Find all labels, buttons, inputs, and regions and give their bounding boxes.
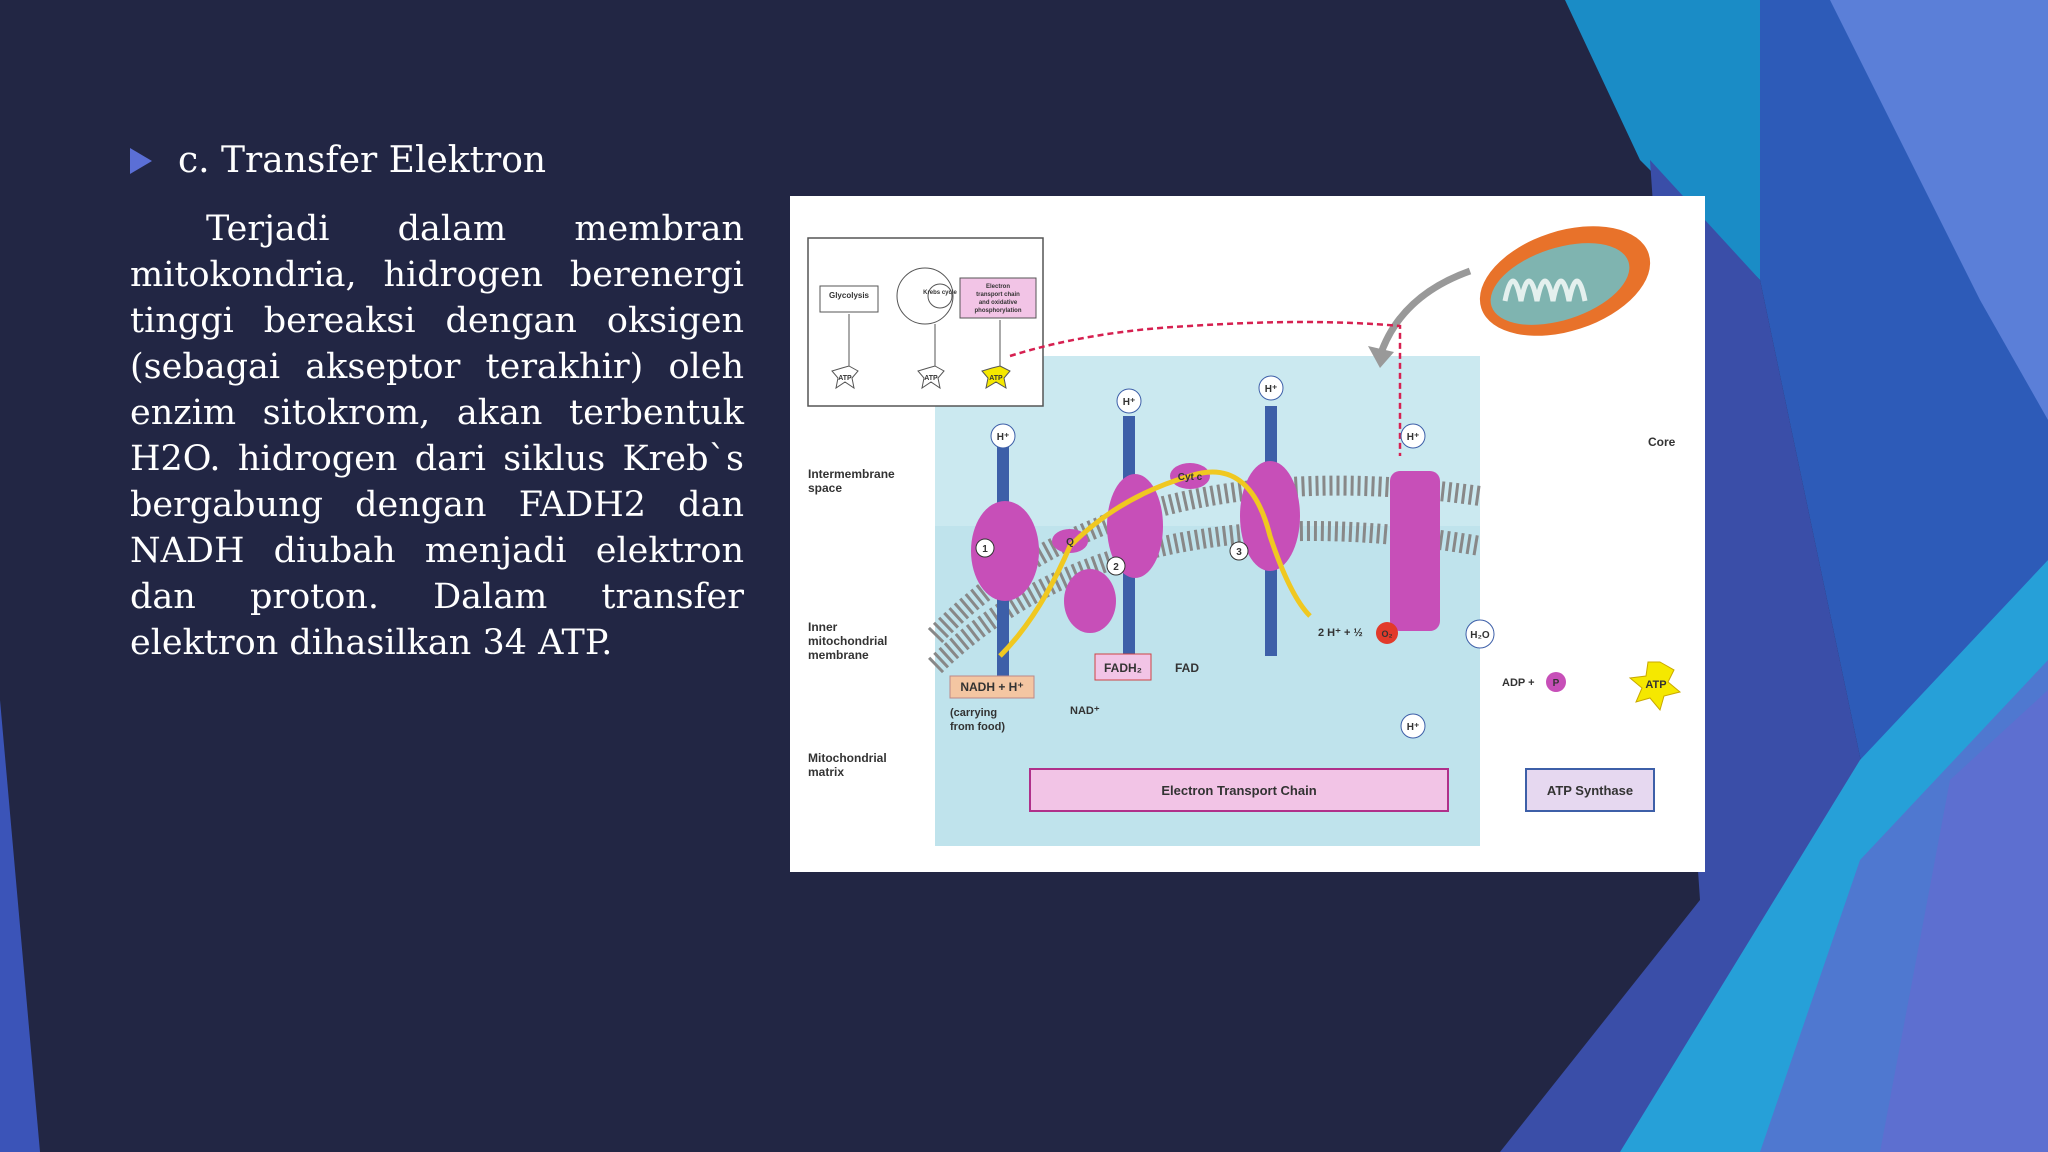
h-plus-label-1: H⁺ xyxy=(997,432,1010,443)
inset-atp-2: ATP xyxy=(924,375,938,382)
inset-atp-1: ATP xyxy=(838,375,852,382)
complex-2 xyxy=(1064,569,1116,633)
inset-etc-line-3: and oxidative xyxy=(979,300,1018,306)
complex-2-badge xyxy=(1106,556,1126,576)
atp-burst xyxy=(1628,661,1682,712)
h-plus-label-3: H⁺ xyxy=(1265,384,1278,395)
complex-3-number: 3 xyxy=(1236,547,1242,558)
bg-shape-cyan-top xyxy=(1565,0,1760,280)
h-plus-label-2: H⁺ xyxy=(1123,397,1136,408)
proton-flow-line xyxy=(1009,320,1402,456)
nadh-box xyxy=(949,675,1035,699)
h-plus-marker-4 xyxy=(1400,423,1426,449)
inset-etc-line-4: phosphorylation xyxy=(975,308,1022,314)
slide-body-text: Terjadi dalam membran mitokondria, hidro… xyxy=(130,209,744,663)
atp-synthase-legend-label: ATP Synthase xyxy=(1547,783,1633,798)
inset-glycolysis-label: Glycolysis xyxy=(829,291,870,300)
inset-atp-3: ATP xyxy=(989,375,1003,382)
inset-krebs-circle xyxy=(927,283,953,309)
carrying-label-1: (carrying xyxy=(950,707,997,719)
h-plus-label-4: H⁺ xyxy=(1407,432,1420,443)
complex-1-badge xyxy=(975,538,995,558)
overview-inset: Glycolysis Krebs cycle Electron transpor… xyxy=(807,237,1044,407)
inset-atp-burst-2 xyxy=(917,365,945,390)
bullet-triangle-icon xyxy=(130,147,152,174)
inset-etc-line-2: transport chain xyxy=(976,292,1020,298)
h-plus-marker-1 xyxy=(990,423,1016,449)
matrix-label-2: matrix xyxy=(808,765,844,779)
membrane-outer-layer xyxy=(927,475,1482,643)
q-label: Q xyxy=(1066,537,1074,548)
inset-mitochondrion xyxy=(896,267,954,325)
slide-heading: c. Transfer Elektron xyxy=(178,140,547,181)
complex-2b xyxy=(1107,474,1163,578)
zoom-arrow xyxy=(1376,267,1472,358)
mitochondrion-cristae xyxy=(1502,278,1588,302)
electron-transport-diagram: Glycolysis Krebs cycle Electron transpor… xyxy=(790,196,1705,872)
inset-glycolysis-box xyxy=(819,285,879,313)
bg-shape-violet-bottom xyxy=(1880,690,2048,1152)
inset-krebs-label: Krebs cycle xyxy=(923,290,957,296)
adp-label: ADP + xyxy=(1502,677,1535,689)
complex-3 xyxy=(1240,461,1300,571)
mitochondrion-illustration xyxy=(1368,226,1651,368)
complex-1 xyxy=(971,501,1039,601)
nadh-label: NADH + H⁺ xyxy=(960,680,1023,694)
electron-path xyxy=(998,469,1312,658)
h-plus-label-5: H⁺ xyxy=(1407,722,1420,733)
h-plus-marker-3 xyxy=(1258,375,1284,401)
etc-legend-box xyxy=(1029,768,1449,812)
inner-membrane-label-3: membrane xyxy=(808,648,869,662)
inner-membrane-label-1: Inner xyxy=(808,620,838,634)
fadh2-box xyxy=(1094,653,1152,681)
inset-atp-burst-1 xyxy=(831,365,859,390)
atp-synthase-protein xyxy=(1390,471,1440,631)
intermembrane-label-1: Intermembrane xyxy=(808,467,895,481)
etc-legend-label: Electron Transport Chain xyxy=(1161,783,1316,798)
fadh2-label: FADH₂ xyxy=(1104,661,1142,675)
phosphate-badge xyxy=(1546,672,1566,692)
atp-synthase-legend-box xyxy=(1525,768,1655,812)
nad-label: NAD⁺ xyxy=(1070,705,1100,717)
matrix-label-1: Mitochondrial xyxy=(808,751,887,765)
inset-atp-burst-3 xyxy=(981,365,1011,390)
complex-2-number: 2 xyxy=(1113,562,1119,573)
h2o-badge xyxy=(1465,619,1495,649)
membrane-inner-layer xyxy=(928,521,1482,674)
zoom-arrow-head xyxy=(1368,346,1394,368)
slide-heading-row: c. Transfer Elektron xyxy=(130,140,546,181)
inset-etc-box xyxy=(959,277,1037,319)
core-label: Core xyxy=(1648,435,1676,449)
intermembrane-label-2: space xyxy=(808,481,842,495)
water-equation-label: 2 H⁺ + ½ xyxy=(1318,627,1363,639)
inner-membrane-label-2: mitochondrial xyxy=(808,634,887,648)
h2o-label: H₂O xyxy=(1470,630,1490,641)
diagram-svg: Glycolysis Krebs cycle Electron transpor… xyxy=(807,226,1682,846)
h-plus-marker-5 xyxy=(1400,713,1426,739)
phosphate-label: P xyxy=(1553,678,1560,689)
h-plus-marker-2 xyxy=(1116,388,1142,414)
o2-label: O₂ xyxy=(1382,629,1393,639)
bg-shape-light-right xyxy=(1830,0,2048,420)
inset-etc-line-1: Electron xyxy=(986,284,1010,290)
bg-shape-left xyxy=(0,700,40,1152)
o2-badge xyxy=(1376,622,1398,644)
atp-label: ATP xyxy=(1645,679,1666,691)
complex-1-number: 1 xyxy=(982,544,988,555)
fad-label: FAD xyxy=(1175,661,1199,675)
complex-3-badge xyxy=(1229,541,1249,561)
cyt-c-label: Cyt c xyxy=(1178,472,1203,483)
carrying-label-2: from food) xyxy=(950,721,1005,733)
